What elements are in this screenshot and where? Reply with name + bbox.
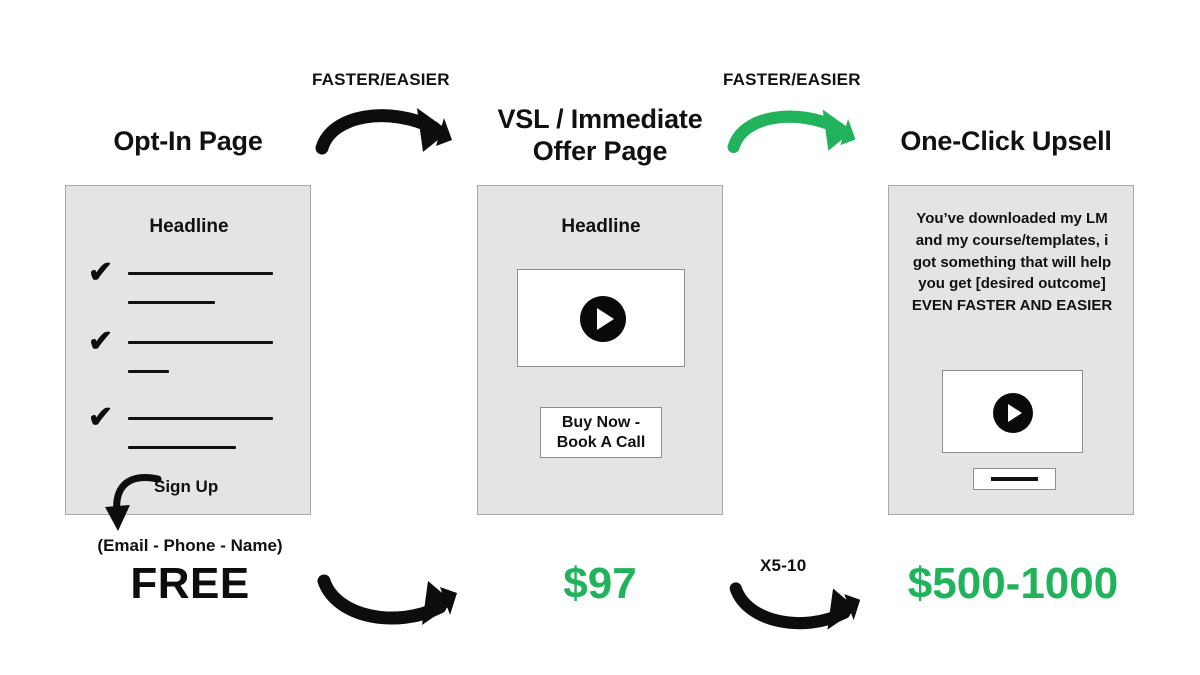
column-title-opt-in: Opt-In Page [113,126,263,156]
text-rule-long [128,272,273,275]
buy-now-line2: Book A Call [556,433,646,451]
column-title-vsl-offer-line1: VSL / Immediate [497,104,703,134]
check-icon: ✔ [88,256,114,289]
play-icon[interactable] [993,393,1033,433]
upsell-cta-button[interactable] [973,468,1056,490]
check-icon: ✔ [88,325,114,358]
opt-in-contact-fields: (Email - Phone - Name) [97,536,283,555]
text-rule-short [128,301,215,304]
text-rule-long [128,417,273,420]
connector-label-x5-10: X5-10 [760,556,807,575]
vsl-headline: Headline [561,216,641,237]
signup-arrow [100,469,172,539]
buy-now-button[interactable]: Buy Now - Book A Call [540,407,662,458]
column-title-vsl-offer: VSL / Immediate Offer Page [455,104,745,168]
text-rule-short [128,446,236,449]
signup-label: Sign Up [154,477,219,496]
text-rule-short [128,370,169,373]
check-icon: ✔ [88,401,114,434]
card-opt-in-page[interactable]: Headline ✔ ✔ ✔ Sign Up [65,185,311,515]
buy-now-line1: Buy Now - [561,413,641,431]
price-one-click-upsell: $500-1000 [907,559,1119,608]
column-title-one-click-upsell: One-Click Upsell [900,126,1112,156]
price-vsl-offer: $97 [563,559,637,608]
card-vsl-offer-page[interactable]: Headline Buy Now - Book A Call [477,185,723,515]
video-placeholder[interactable] [517,269,685,367]
checklist-item: ✔ [66,399,312,459]
column-title-vsl-offer-line2: Offer Page [532,135,668,166]
video-placeholder[interactable] [942,370,1083,453]
price-opt-in: FREE [130,559,250,608]
checklist-item: ✔ [66,323,312,383]
cta-bar-line [991,477,1038,481]
text-rule-long [128,341,273,344]
bottom-arrow-1 [317,573,478,635]
checklist-item: ✔ [66,254,312,314]
connector-label-faster-easier-2: FASTER/EASIER [723,70,861,89]
connector-label-faster-easier-1: FASTER/EASIER [312,70,450,89]
opt-in-headline: Headline [149,216,229,237]
top-arrow-1 [315,100,476,162]
upsell-body-copy: You’ve downloaded my LM and my course/te… [911,210,1113,314]
play-icon[interactable] [580,296,626,342]
card-one-click-upsell[interactable]: You’ve downloaded my LM and my course/te… [888,185,1134,515]
top-arrow-2 [727,100,878,162]
bottom-arrow-2 [729,581,880,639]
